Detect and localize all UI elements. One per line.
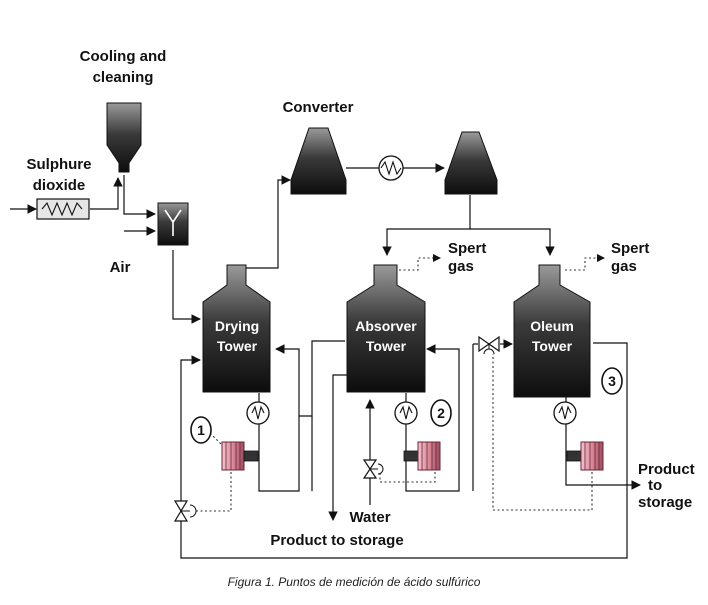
- cooling-label-line1: Cooling and: [80, 48, 167, 65]
- figure-caption: Figura 1. Puntos de medición de ácido su…: [228, 575, 481, 589]
- heat-exchanger-converter: [379, 156, 403, 180]
- sulphure-label-line1: Sulphure: [26, 156, 91, 173]
- measurement-point-2: 2: [431, 400, 451, 426]
- absorver-tower-label-line1: Absorver: [355, 318, 417, 334]
- spent-gas-2-label-line1: Spert: [611, 240, 649, 257]
- air-label: Air: [110, 259, 131, 276]
- heat-exchanger-oleum: [554, 402, 576, 424]
- valve-bottom-left: [175, 501, 196, 521]
- oleum-tower-label-line2: Tower: [532, 338, 573, 354]
- product-storage-2-line1: Product: [638, 461, 695, 478]
- pump-drying: [222, 442, 258, 470]
- pump-oleum: [567, 442, 603, 470]
- converter-2: [445, 132, 497, 194]
- mixer: [158, 203, 188, 245]
- product-to-storage-label: Product to storage: [270, 532, 403, 549]
- heat-exchanger-absorver: [395, 402, 417, 424]
- cooling-cleaning-unit: [107, 103, 141, 172]
- oleum-tower-label-line1: Oleum: [530, 318, 574, 334]
- converter-1: [291, 128, 346, 194]
- measurement-point-3: 3: [602, 368, 622, 394]
- converter-label: Converter: [283, 99, 354, 116]
- sulphur-burner: [37, 199, 89, 219]
- water-label: Water: [349, 509, 390, 526]
- measurement-point-2-label: 2: [437, 405, 445, 421]
- drying-tower-label-line1: Drying: [215, 318, 259, 334]
- measurement-point-1: 1: [191, 417, 211, 443]
- valve-water: [364, 460, 383, 478]
- pump-absorver: [404, 442, 440, 470]
- measurement-point-1-label: 1: [197, 422, 205, 438]
- measurement-point-3-label: 3: [608, 373, 616, 389]
- cooling-label-line2: cleaning: [93, 69, 154, 86]
- product-storage-2-line2: to: [648, 477, 662, 494]
- absorver-tower-label-line2: Tower: [366, 338, 407, 354]
- sulphure-label-line2: dioxide: [33, 177, 86, 194]
- spent-gas-2-label-line2: gas: [611, 258, 637, 275]
- product-storage-2-line3: storage: [638, 494, 692, 511]
- spent-gas-1-label-line1: Spert: [448, 240, 486, 257]
- spent-gas-1-label-line2: gas: [448, 258, 474, 275]
- valve-oleum-inlet: [479, 337, 499, 354]
- drying-tower-label-line2: Tower: [217, 338, 258, 354]
- heat-exchanger-drying: [247, 402, 269, 424]
